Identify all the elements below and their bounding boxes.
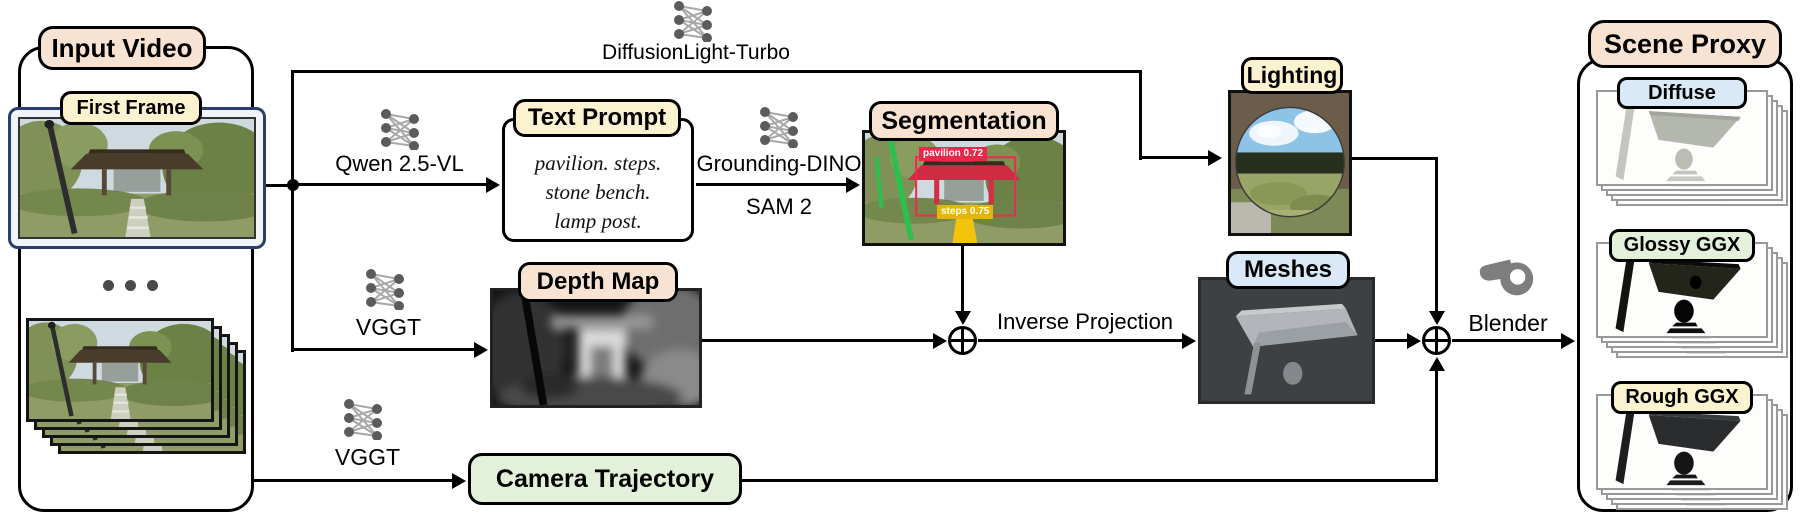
camera-trajectory-box: Camera Trajectory bbox=[468, 453, 742, 505]
blender-logo-icon bbox=[1479, 259, 1534, 296]
meshes-image bbox=[1198, 277, 1375, 404]
flow-line-top bbox=[291, 70, 1139, 73]
proxy-layer-rough-label: Rough GGX bbox=[1611, 381, 1753, 414]
inverse-projection-label: Inverse Projection bbox=[996, 309, 1174, 334]
prompt-line: pavilion. steps. bbox=[534, 151, 662, 175]
neural-network-icon bbox=[362, 268, 408, 310]
model-label-grounding-dino: Grounding-DINO bbox=[696, 151, 862, 176]
ellipsis-dot-icon bbox=[103, 280, 114, 291]
flow-line-firstframe-trunk bbox=[264, 184, 294, 187]
detection-label-pavilion: pavilion 0.72 bbox=[919, 147, 988, 161]
detection-label-steps: steps 0.75 bbox=[937, 205, 994, 219]
flow-line-video-to-camera bbox=[254, 479, 453, 482]
text-prompt-title: Text Prompt bbox=[513, 99, 681, 137]
arrowhead-into-sum1-left bbox=[933, 333, 947, 349]
flow-line-qwen bbox=[293, 183, 486, 186]
sum-node-blender bbox=[1422, 326, 1451, 355]
arrowhead-into-meshes bbox=[1182, 333, 1196, 349]
flow-line-junction-down bbox=[291, 184, 294, 352]
arrowhead-into-scene-proxy bbox=[1561, 333, 1575, 349]
segmentation-image: pavilion 0.72 steps 0.75 bbox=[862, 130, 1066, 246]
video-frames-stack-front bbox=[26, 318, 214, 422]
segmentation-title: Segmentation bbox=[869, 101, 1059, 141]
blender-label: Blender bbox=[1468, 310, 1548, 336]
arrowhead-into-segmentation bbox=[846, 177, 860, 193]
model-label-diffusionlight: DiffusionLight-Turbo bbox=[602, 41, 790, 64]
ellipsis-dot-icon bbox=[125, 280, 136, 291]
neural-network-icon bbox=[340, 398, 386, 440]
scene-proxy-title: Scene Proxy bbox=[1588, 20, 1782, 68]
arrowhead-into-sum2-top bbox=[1429, 311, 1445, 325]
first-frame-card bbox=[8, 107, 266, 249]
depth-map-title: Depth Map bbox=[518, 262, 678, 302]
arrowhead-into-camera-trajectory bbox=[452, 473, 466, 489]
neural-network-icon bbox=[670, 0, 716, 42]
model-label-vggt-camera: VGGT bbox=[334, 444, 401, 470]
flow-line-lighting-out bbox=[1352, 157, 1438, 160]
arrowhead-into-lighting bbox=[1208, 150, 1222, 166]
sum-node-inverse-projection bbox=[948, 326, 977, 355]
junction-dot bbox=[287, 179, 299, 191]
flow-line-camera-up bbox=[1435, 370, 1438, 482]
flow-line-depth-to-sum1 bbox=[702, 339, 934, 342]
neural-network-icon bbox=[377, 108, 423, 150]
proxy-layer-glossy-label: Glossy GGX bbox=[1609, 229, 1755, 262]
prompt-line: stone bench. bbox=[545, 180, 651, 204]
proxy-layer-diffuse-label: Diffuse bbox=[1617, 77, 1747, 109]
model-label-sam2: SAM 2 bbox=[745, 194, 813, 219]
flow-line-vggt-depth bbox=[293, 348, 474, 351]
input-video-title: Input Video bbox=[38, 26, 206, 70]
lighting-image bbox=[1228, 90, 1352, 236]
first-frame-label: First Frame bbox=[60, 91, 202, 125]
model-label-vggt-depth: VGGT bbox=[355, 314, 422, 340]
flow-line-grounding bbox=[696, 183, 846, 186]
flow-line-top-down bbox=[1139, 70, 1142, 160]
lighting-title: Lighting bbox=[1241, 57, 1343, 94]
model-label-qwen: Qwen 2.5-VL bbox=[335, 151, 464, 176]
flow-line-seg-down bbox=[961, 246, 964, 312]
arrowhead-into-sum2-bottom bbox=[1429, 357, 1445, 371]
flow-line-junction-up bbox=[291, 70, 294, 187]
depth-map-image bbox=[490, 288, 702, 408]
flow-line-to-lighting bbox=[1139, 156, 1209, 159]
arrowhead-into-text-prompt bbox=[486, 177, 500, 193]
flow-line-lighting-down bbox=[1435, 157, 1438, 312]
flow-line-sum2-to-proxy bbox=[1452, 339, 1562, 342]
prompt-line: lamp post. bbox=[554, 209, 642, 233]
ellipsis-dot-icon bbox=[147, 280, 158, 291]
arrowhead-into-sum1-top bbox=[955, 311, 971, 325]
flow-line-sum1-to-meshes bbox=[978, 339, 1183, 342]
flow-line-meshes-to-sum2 bbox=[1375, 339, 1408, 342]
text-prompt-box: pavilion. steps. stone bench. lamp post. bbox=[502, 118, 694, 242]
arrowhead-into-depth-map bbox=[474, 342, 488, 358]
arrowhead-into-sum2-left bbox=[1407, 333, 1421, 349]
meshes-title: Meshes bbox=[1226, 251, 1350, 289]
flow-line-camera-out bbox=[742, 479, 1438, 482]
first-frame-image bbox=[18, 117, 256, 239]
neural-network-icon bbox=[756, 106, 802, 148]
